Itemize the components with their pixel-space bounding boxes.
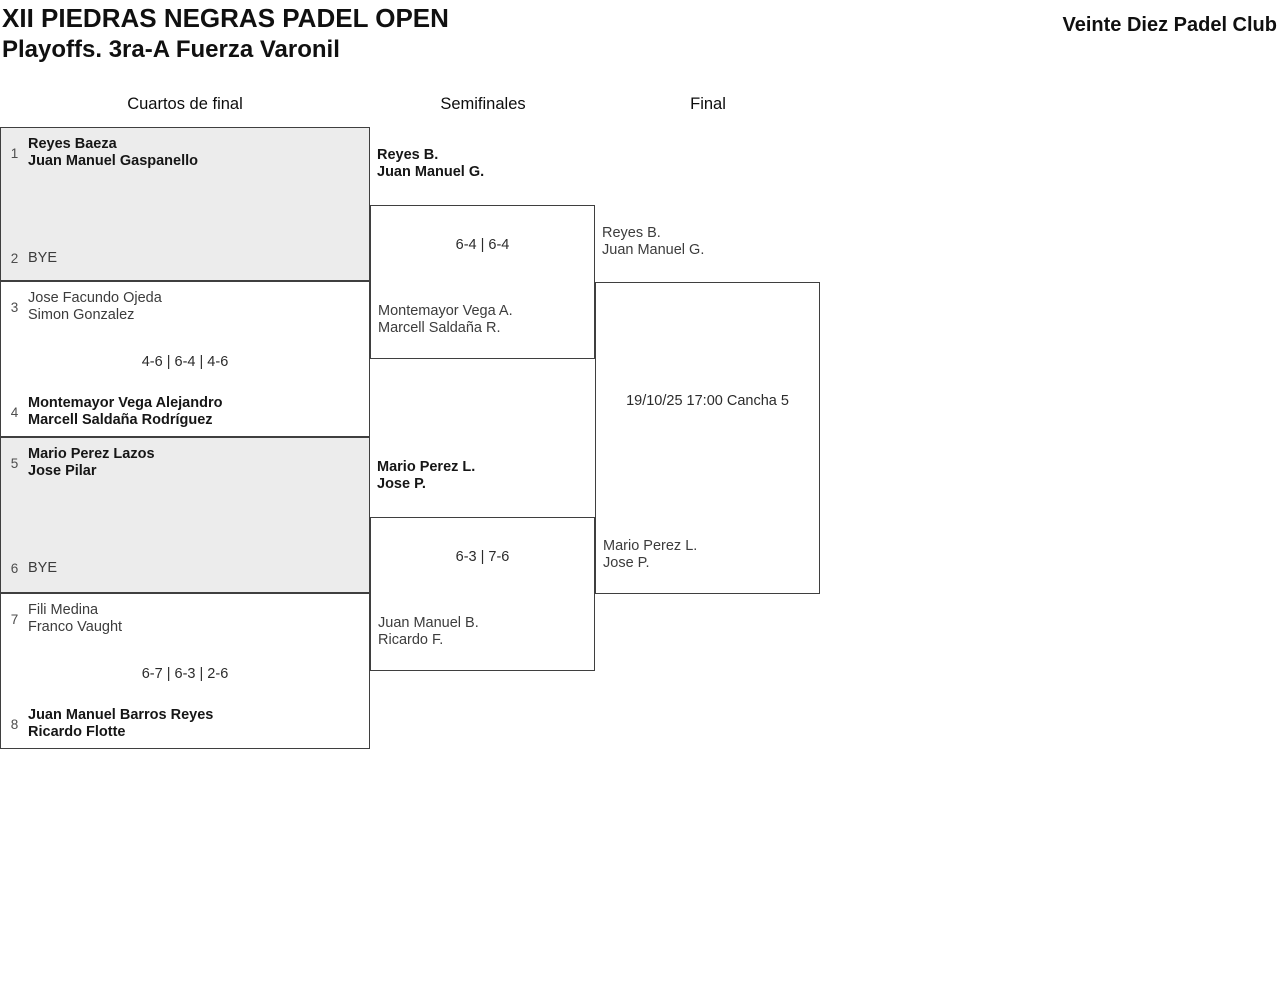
bracket-subtitle: Playoffs. 3ra-A Fuerza Varonil — [2, 36, 340, 63]
team-player-name: Jose P. — [603, 555, 650, 571]
match-final[interactable]: 19/10/25 17:00 Cancha 5 Mario Perez L. J… — [595, 282, 820, 594]
match-score: 6-3 | 7-6 — [455, 549, 510, 565]
team-player-name: Marcell Saldaña Rodríguez — [28, 412, 213, 428]
team-player-name: Reyes Baeza — [28, 136, 117, 152]
team-player-name: Juan Manuel G. — [377, 164, 485, 180]
team-player-name: Franco Vaught — [28, 619, 123, 635]
team-player-name: Montemayor Vega Alejandro — [28, 395, 223, 411]
team-player-name: Mario Perez Lazos — [28, 446, 155, 462]
seed-number: 3 — [10, 299, 19, 315]
team-player-name: Juan Manuel B. — [378, 615, 479, 631]
seed-number: 7 — [10, 611, 19, 627]
round-header-final: Final — [690, 95, 726, 113]
team-slot: 6 BYE — [1, 551, 57, 585]
match-qf-4[interactable]: 7 Fili Medina Franco Vaught 6-7 | 6-3 | … — [0, 593, 370, 749]
match-score: 6-7 | 6-3 | 2-6 — [141, 666, 229, 682]
team-slot: 8 Juan Manuel Barros Reyes Ricardo Flott… — [1, 707, 214, 741]
team-player-name: Juan Manuel Gaspanello — [28, 153, 199, 169]
round-header-quarterfinals: Cuartos de final — [127, 95, 243, 113]
team-slot: 2 BYE — [1, 241, 57, 275]
team-player-name: Marcell Saldaña R. — [378, 320, 501, 336]
team-player-name: Simon Gonzalez — [28, 307, 135, 323]
team-slot: 3 Jose Facundo Ojeda Simon Gonzalez — [1, 290, 162, 324]
team-player-name: Fili Medina — [28, 602, 99, 618]
team-player-name: Reyes B. — [602, 225, 661, 241]
match-qf-1[interactable]: 1 Reyes Baeza Juan Manuel Gaspanello 2 B… — [0, 127, 370, 281]
final-top-team: Reyes B. Juan Manuel G. — [602, 225, 704, 259]
team-slot: 1 Reyes Baeza Juan Manuel Gaspanello — [1, 136, 198, 170]
club-name: Veinte Diez Padel Club — [1062, 14, 1277, 36]
tournament-title: XII PIEDRAS NEGRAS PADEL OPEN — [2, 3, 449, 33]
sf1-bottom-team: Montemayor Vega A. Marcell Saldaña R. — [378, 303, 513, 337]
team-player-name: Jose Pilar — [28, 463, 97, 479]
team-player-name: Mario Perez L. — [377, 459, 476, 475]
match-score: 4-6 | 6-4 | 4-6 — [141, 354, 229, 370]
team-player-name: Reyes B. — [377, 147, 439, 163]
team-player-name: Jose Facundo Ojeda — [28, 290, 162, 306]
team-slot: 7 Fili Medina Franco Vaught — [1, 602, 122, 636]
team-player-name: BYE — [28, 559, 58, 576]
final-bottom-team: Mario Perez L. Jose P. — [603, 538, 697, 572]
team-player-name: Jose P. — [377, 476, 426, 492]
team-slot: 5 Mario Perez Lazos Jose Pilar — [1, 446, 155, 480]
team-player-name: Ricardo F. — [378, 632, 444, 648]
match-score: 6-4 | 6-4 — [455, 237, 510, 253]
team-player-name: Montemayor Vega A. — [378, 303, 513, 319]
seed-number: 4 — [10, 404, 19, 420]
seed-number: 6 — [10, 560, 19, 576]
sf2-bottom-team: Juan Manuel B. Ricardo F. — [378, 615, 479, 649]
team-slot: 4 Montemayor Vega Alejandro Marcell Sald… — [1, 395, 223, 429]
seed-number: 5 — [10, 455, 19, 471]
team-player-name: Mario Perez L. — [603, 538, 698, 554]
team-player-name: Juan Manuel Barros Reyes — [28, 707, 214, 723]
seed-number: 8 — [10, 716, 19, 732]
match-sf-2[interactable]: 6-3 | 7-6 Juan Manuel B. Ricardo F. — [370, 517, 595, 671]
round-header-semifinals: Semifinales — [440, 95, 526, 113]
team-player-name: Ricardo Flotte — [28, 724, 126, 740]
seed-number: 1 — [10, 145, 19, 161]
seed-number: 2 — [10, 250, 19, 266]
match-sf-1[interactable]: 6-4 | 6-4 Montemayor Vega A. Marcell Sal… — [370, 205, 595, 359]
match-qf-2[interactable]: 3 Jose Facundo Ojeda Simon Gonzalez 4-6 … — [0, 281, 370, 437]
final-schedule: 19/10/25 17:00 Cancha 5 — [626, 393, 789, 409]
team-player-name: Juan Manuel G. — [602, 242, 705, 258]
sf2-top-team: Mario Perez L. Jose P. — [377, 459, 475, 493]
team-player-name: BYE — [28, 249, 58, 266]
sf1-top-team: Reyes B. Juan Manuel G. — [377, 147, 484, 181]
match-qf-3[interactable]: 5 Mario Perez Lazos Jose Pilar 6 BYE — [0, 437, 370, 593]
